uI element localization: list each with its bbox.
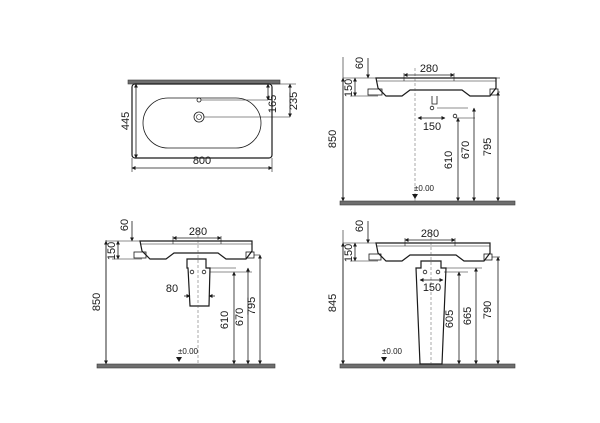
- wall-hung-trap-icon: [452, 113, 458, 119]
- floor-marker-icon: [176, 357, 182, 362]
- wall-hung-height-label: 850: [327, 130, 339, 148]
- full-pedestal-basin: [375, 242, 491, 262]
- basin-bowl: [142, 97, 262, 149]
- wall-hung-outlet: [431, 96, 438, 105]
- full-pedestal-rim-label: 150: [343, 244, 355, 262]
- half-pedestal-bracket: [133, 251, 147, 259]
- half-pedestal-floor-label: ±0.00: [178, 347, 199, 356]
- plan-view: 800 445 165 235: [120, 79, 300, 172]
- full-pedestal-floor-label: ±0.00: [382, 347, 403, 356]
- plan-width-label: 800: [193, 155, 211, 167]
- floor-marker-icon: [412, 194, 418, 199]
- floor-marker-icon: [381, 357, 387, 362]
- wall-hung-drain-height-label: 670: [460, 141, 472, 159]
- plan-drain-label: 235: [288, 92, 300, 110]
- half-pedestal-rim-label: 150: [106, 242, 118, 260]
- wall-hung-trap-height-label: 610: [443, 151, 455, 169]
- drain-inner-icon: [196, 114, 202, 120]
- wall-hung-trap-offset-label: 150: [423, 121, 441, 133]
- full-pedestal-drain-height-label: 665: [462, 307, 474, 325]
- half-pedestal-trap-height-label: 610: [219, 311, 231, 329]
- plan-tap-label: 165: [267, 95, 279, 113]
- full-pedestal-bracket-height-label: 790: [482, 301, 494, 319]
- wall-hung-basin: [375, 77, 497, 97]
- wall-hung-view: 60 280 150 150 ±0.00 850 610 670 795: [327, 57, 516, 206]
- full-pedestal-trap-icon: [422, 269, 428, 275]
- plan-depth-label: 445: [120, 112, 132, 130]
- half-pedestal-basin: [139, 240, 253, 260]
- half-pedestal-back-label: 60: [119, 219, 131, 231]
- full-pedestal-trap-height-label: 605: [444, 310, 456, 328]
- wall-hung-floor: [339, 200, 516, 206]
- wall-hung-bracket: [367, 88, 383, 96]
- wall-hung-trap-icon: [429, 105, 435, 111]
- half-pedestal-bracket-height-label: 795: [246, 297, 258, 315]
- full-pedestal-height-label: 845: [327, 294, 339, 312]
- wall-hung-tap-label: 280: [420, 63, 438, 75]
- half-pedestal-height-label: 850: [91, 293, 103, 311]
- wall-hung-rim-label: 150: [343, 79, 355, 97]
- half-pedestal-tap-label: 280: [189, 226, 207, 238]
- full-pedestal-view: 60 280 150 150 ±0.00 845 605 665 790: [327, 220, 516, 369]
- full-pedestal-bracket: [368, 253, 382, 261]
- full-pedestal-back-label: 60: [354, 220, 366, 232]
- full-pedestal-trap-offset-label: 150: [423, 282, 441, 294]
- half-pedestal-floor: [96, 363, 276, 369]
- half-pedestal-trap-icon: [201, 269, 207, 275]
- wall-hung-bracket-height-label: 795: [482, 138, 494, 156]
- wall-hung-floor-label: ±0.00: [414, 184, 435, 193]
- wall-hung-back-label: 60: [354, 57, 366, 69]
- half-pedestal-drain-height-label: 670: [234, 308, 246, 326]
- full-pedestal-trap-icon: [435, 269, 441, 275]
- half-pedestal-view: 60 280 150 80 ±0.00 850 610 670 795: [91, 219, 276, 369]
- half-pedestal-body: [186, 258, 211, 307]
- half-pedestal-trap-icon: [189, 269, 195, 275]
- half-pedestal-width-label: 80: [166, 283, 178, 295]
- full-pedestal-tap-label: 280: [421, 228, 439, 240]
